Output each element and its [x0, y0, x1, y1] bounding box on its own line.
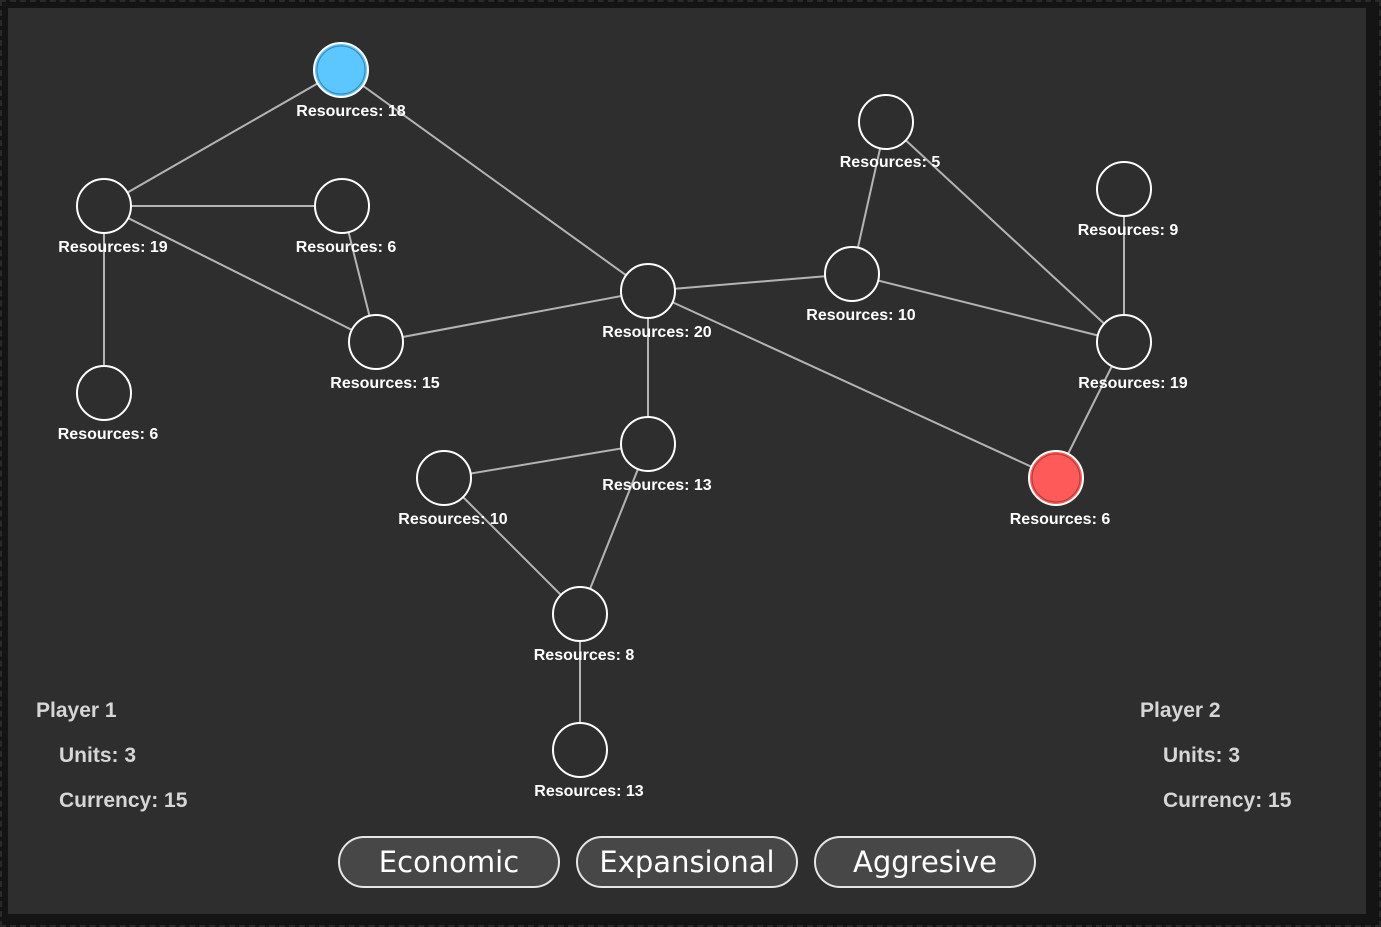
player-2-currency: Currency: 15 [1163, 789, 1292, 812]
edge-n1-n2 [103, 69, 342, 207]
player-1-currency: Currency: 15 [59, 789, 188, 812]
aggressive-button[interactable]: Aggresive [814, 836, 1036, 888]
territory-circle[interactable] [552, 722, 608, 778]
territory-node[interactable]: Resources: 10 [398, 450, 508, 528]
resource-label: Resources: 15 [330, 375, 439, 392]
territory-node[interactable]: Resources: 6 [1010, 450, 1111, 528]
territory-node[interactable]: Resources: 15 [330, 314, 440, 392]
territory-circle[interactable] [552, 586, 608, 642]
territory-node[interactable]: Resources: 6 [58, 365, 159, 443]
edge-n1-n6 [340, 69, 649, 292]
resource-label: Resources: 13 [602, 477, 711, 494]
territory-circle[interactable] [858, 94, 914, 150]
economic-button[interactable]: Economic [338, 836, 560, 888]
territory-node[interactable]: Resources: 18 [296, 42, 406, 120]
player-2-name: Player 2 [1140, 699, 1221, 722]
territory-node[interactable]: Resources: 8 [534, 586, 635, 664]
player-1-units: Units: 3 [59, 744, 137, 767]
territory-node[interactable]: Resources: 10 [806, 246, 916, 324]
resource-label: Resources: 5 [840, 154, 941, 171]
player-2-panel: Player 2 Units: 3 Currency: 15 [1140, 699, 1360, 829]
resource-label: Resources: 6 [58, 426, 159, 443]
territory-circle[interactable] [1096, 161, 1152, 217]
territory-circle[interactable] [76, 365, 132, 421]
territory-node[interactable]: Resources: 5 [840, 94, 941, 171]
edge-n6-n8 [647, 273, 853, 292]
resource-label: Resources: 10 [398, 511, 507, 528]
edge-n8-n10 [851, 273, 1125, 343]
territory-circle[interactable] [76, 178, 132, 234]
resource-label: Resources: 10 [806, 307, 915, 324]
edge-n11-n12 [443, 443, 649, 479]
player-2-units: Units: 3 [1163, 744, 1241, 767]
edge-n4-n6 [375, 290, 649, 343]
territory-node[interactable]: Resources: 19 [1078, 314, 1188, 392]
owner-ring [1031, 453, 1081, 503]
expansional-button[interactable]: Expansional [576, 836, 798, 888]
edge-n6-n13 [647, 290, 1057, 479]
territory-node[interactable]: Resources: 9 [1078, 161, 1179, 239]
owner-ring [316, 45, 366, 95]
territory-circle[interactable] [1028, 450, 1084, 506]
territory-node[interactable]: Resources: 13 [602, 416, 712, 494]
edge-n7-n10 [885, 121, 1125, 343]
player-1-name: Player 1 [36, 699, 117, 722]
resource-label: Resources: 6 [296, 239, 397, 256]
player-1-panel: Player 1 Units: 3 Currency: 15 [36, 699, 256, 829]
territory-node[interactable]: Resources: 20 [602, 263, 712, 341]
edge-n12-n14 [443, 477, 581, 615]
edge-n11-n14 [579, 443, 649, 615]
resource-label: Resources: 8 [534, 647, 635, 664]
nodes: Resources: 18 Resources: 19 Resources: 6 Re… [58, 42, 1188, 800]
territory-circle[interactable] [620, 416, 676, 472]
territory-node[interactable]: Resources: 6 [296, 178, 397, 256]
resource-label: Resources: 19 [58, 239, 167, 256]
resource-label: Resources: 19 [1078, 375, 1187, 392]
resource-label: Resources: 13 [534, 783, 643, 800]
territory-circle[interactable] [1096, 314, 1152, 370]
territory-node[interactable]: Resources: 19 [58, 178, 168, 256]
game-board [8, 8, 1366, 914]
resource-label: Resources: 20 [602, 324, 711, 341]
territory-node[interactable]: Resources: 13 [534, 722, 644, 800]
territory-circle[interactable] [416, 450, 472, 506]
resource-label: Resources: 6 [1010, 511, 1111, 528]
resource-label: Resources: 9 [1078, 222, 1179, 239]
territory-circle[interactable] [620, 263, 676, 319]
territory-circle[interactable] [348, 314, 404, 370]
resource-label: Resources: 18 [296, 103, 405, 120]
territory-circle[interactable] [824, 246, 880, 302]
territory-circle[interactable] [314, 178, 370, 234]
edge-n2-n4 [103, 205, 377, 343]
territory-circle[interactable] [313, 42, 369, 98]
